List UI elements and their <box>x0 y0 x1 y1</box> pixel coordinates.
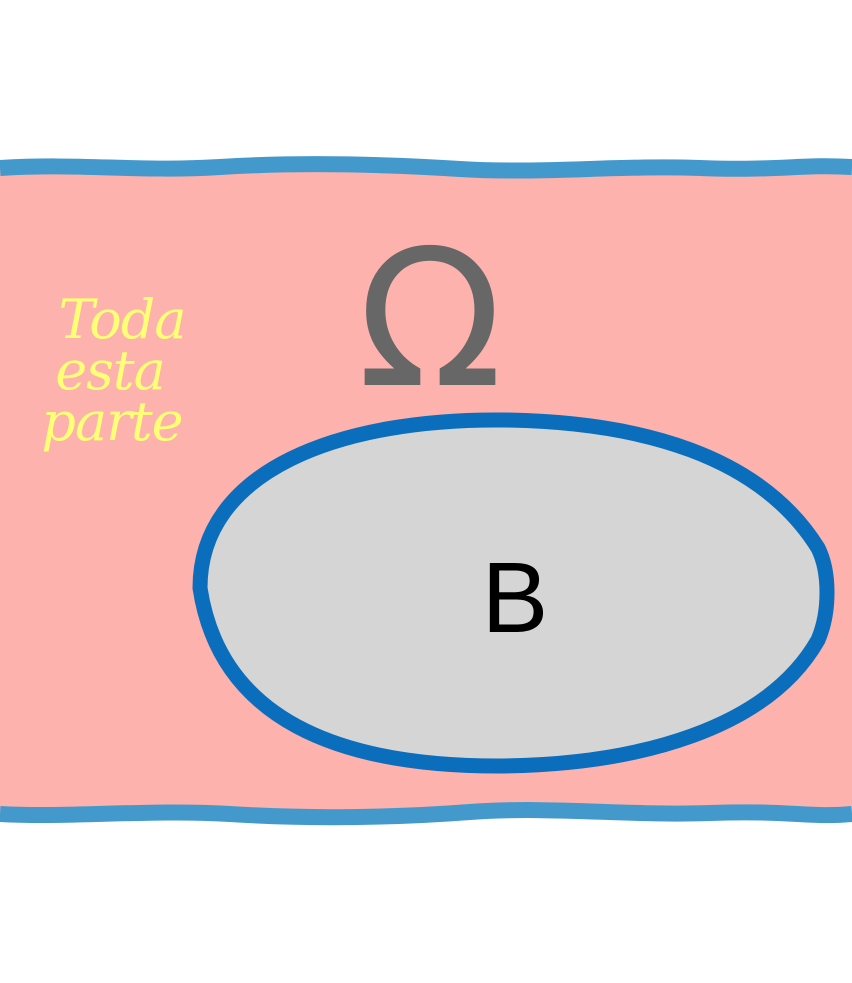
universe-bottom-border <box>0 802 852 826</box>
universe-label: Ω <box>357 209 502 430</box>
set-label: B <box>482 542 549 654</box>
set-b-region <box>192 412 835 774</box>
annotation-line-2: esta <box>55 339 165 402</box>
universe-top-border <box>0 156 852 179</box>
annotation-line-3: parte <box>41 390 182 453</box>
annotation-line-1: Toda <box>58 288 185 351</box>
